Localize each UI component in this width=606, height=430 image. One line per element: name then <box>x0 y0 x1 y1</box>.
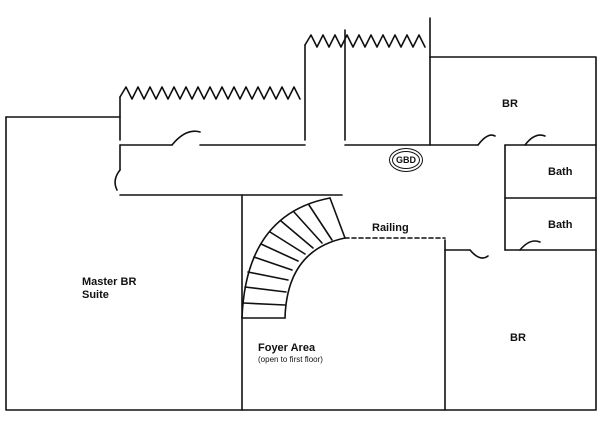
stair-tread <box>260 243 299 262</box>
stair-tread <box>253 256 293 271</box>
room-label-br-bottom: BR <box>510 332 526 344</box>
railing-label: Railing <box>372 222 409 234</box>
stair-outer <box>241 197 331 319</box>
master-line-1: Master BR <box>82 276 137 288</box>
stair-tread <box>269 231 306 255</box>
room-label-bath-upper: Bath <box>548 166 573 178</box>
outer-wall <box>5 56 597 411</box>
door-swing <box>171 130 201 146</box>
door-swing <box>519 240 541 251</box>
stair-tread <box>247 271 289 281</box>
stair-tread <box>244 286 287 293</box>
room-label-foyer: Foyer Area (open to first floor) <box>258 342 323 364</box>
stair-top <box>329 197 346 239</box>
stair-tread <box>280 220 314 249</box>
zigzag-wall-2 <box>304 34 426 48</box>
room-label-master: Master BR Suite <box>82 276 136 301</box>
stair-tread <box>308 204 333 241</box>
room-label-br-top: BR <box>502 98 518 110</box>
master-line-2: Suite <box>82 288 109 301</box>
room-label-bath-lower: Bath <box>548 219 573 231</box>
zigzag-wall <box>119 86 301 100</box>
gbd-symbol: GBD <box>389 148 423 172</box>
door-swing <box>524 134 546 146</box>
stair-tread <box>242 302 286 306</box>
gbd-symbol-label: GBD <box>392 151 420 169</box>
door-swing <box>114 169 121 191</box>
door-swing <box>469 249 489 259</box>
door-swing <box>477 134 496 146</box>
stair-tread <box>293 211 323 244</box>
stair-inner <box>284 237 346 319</box>
foyer-title: Foyer Area <box>258 342 316 354</box>
foyer-note: (open to first floor) <box>258 354 323 364</box>
